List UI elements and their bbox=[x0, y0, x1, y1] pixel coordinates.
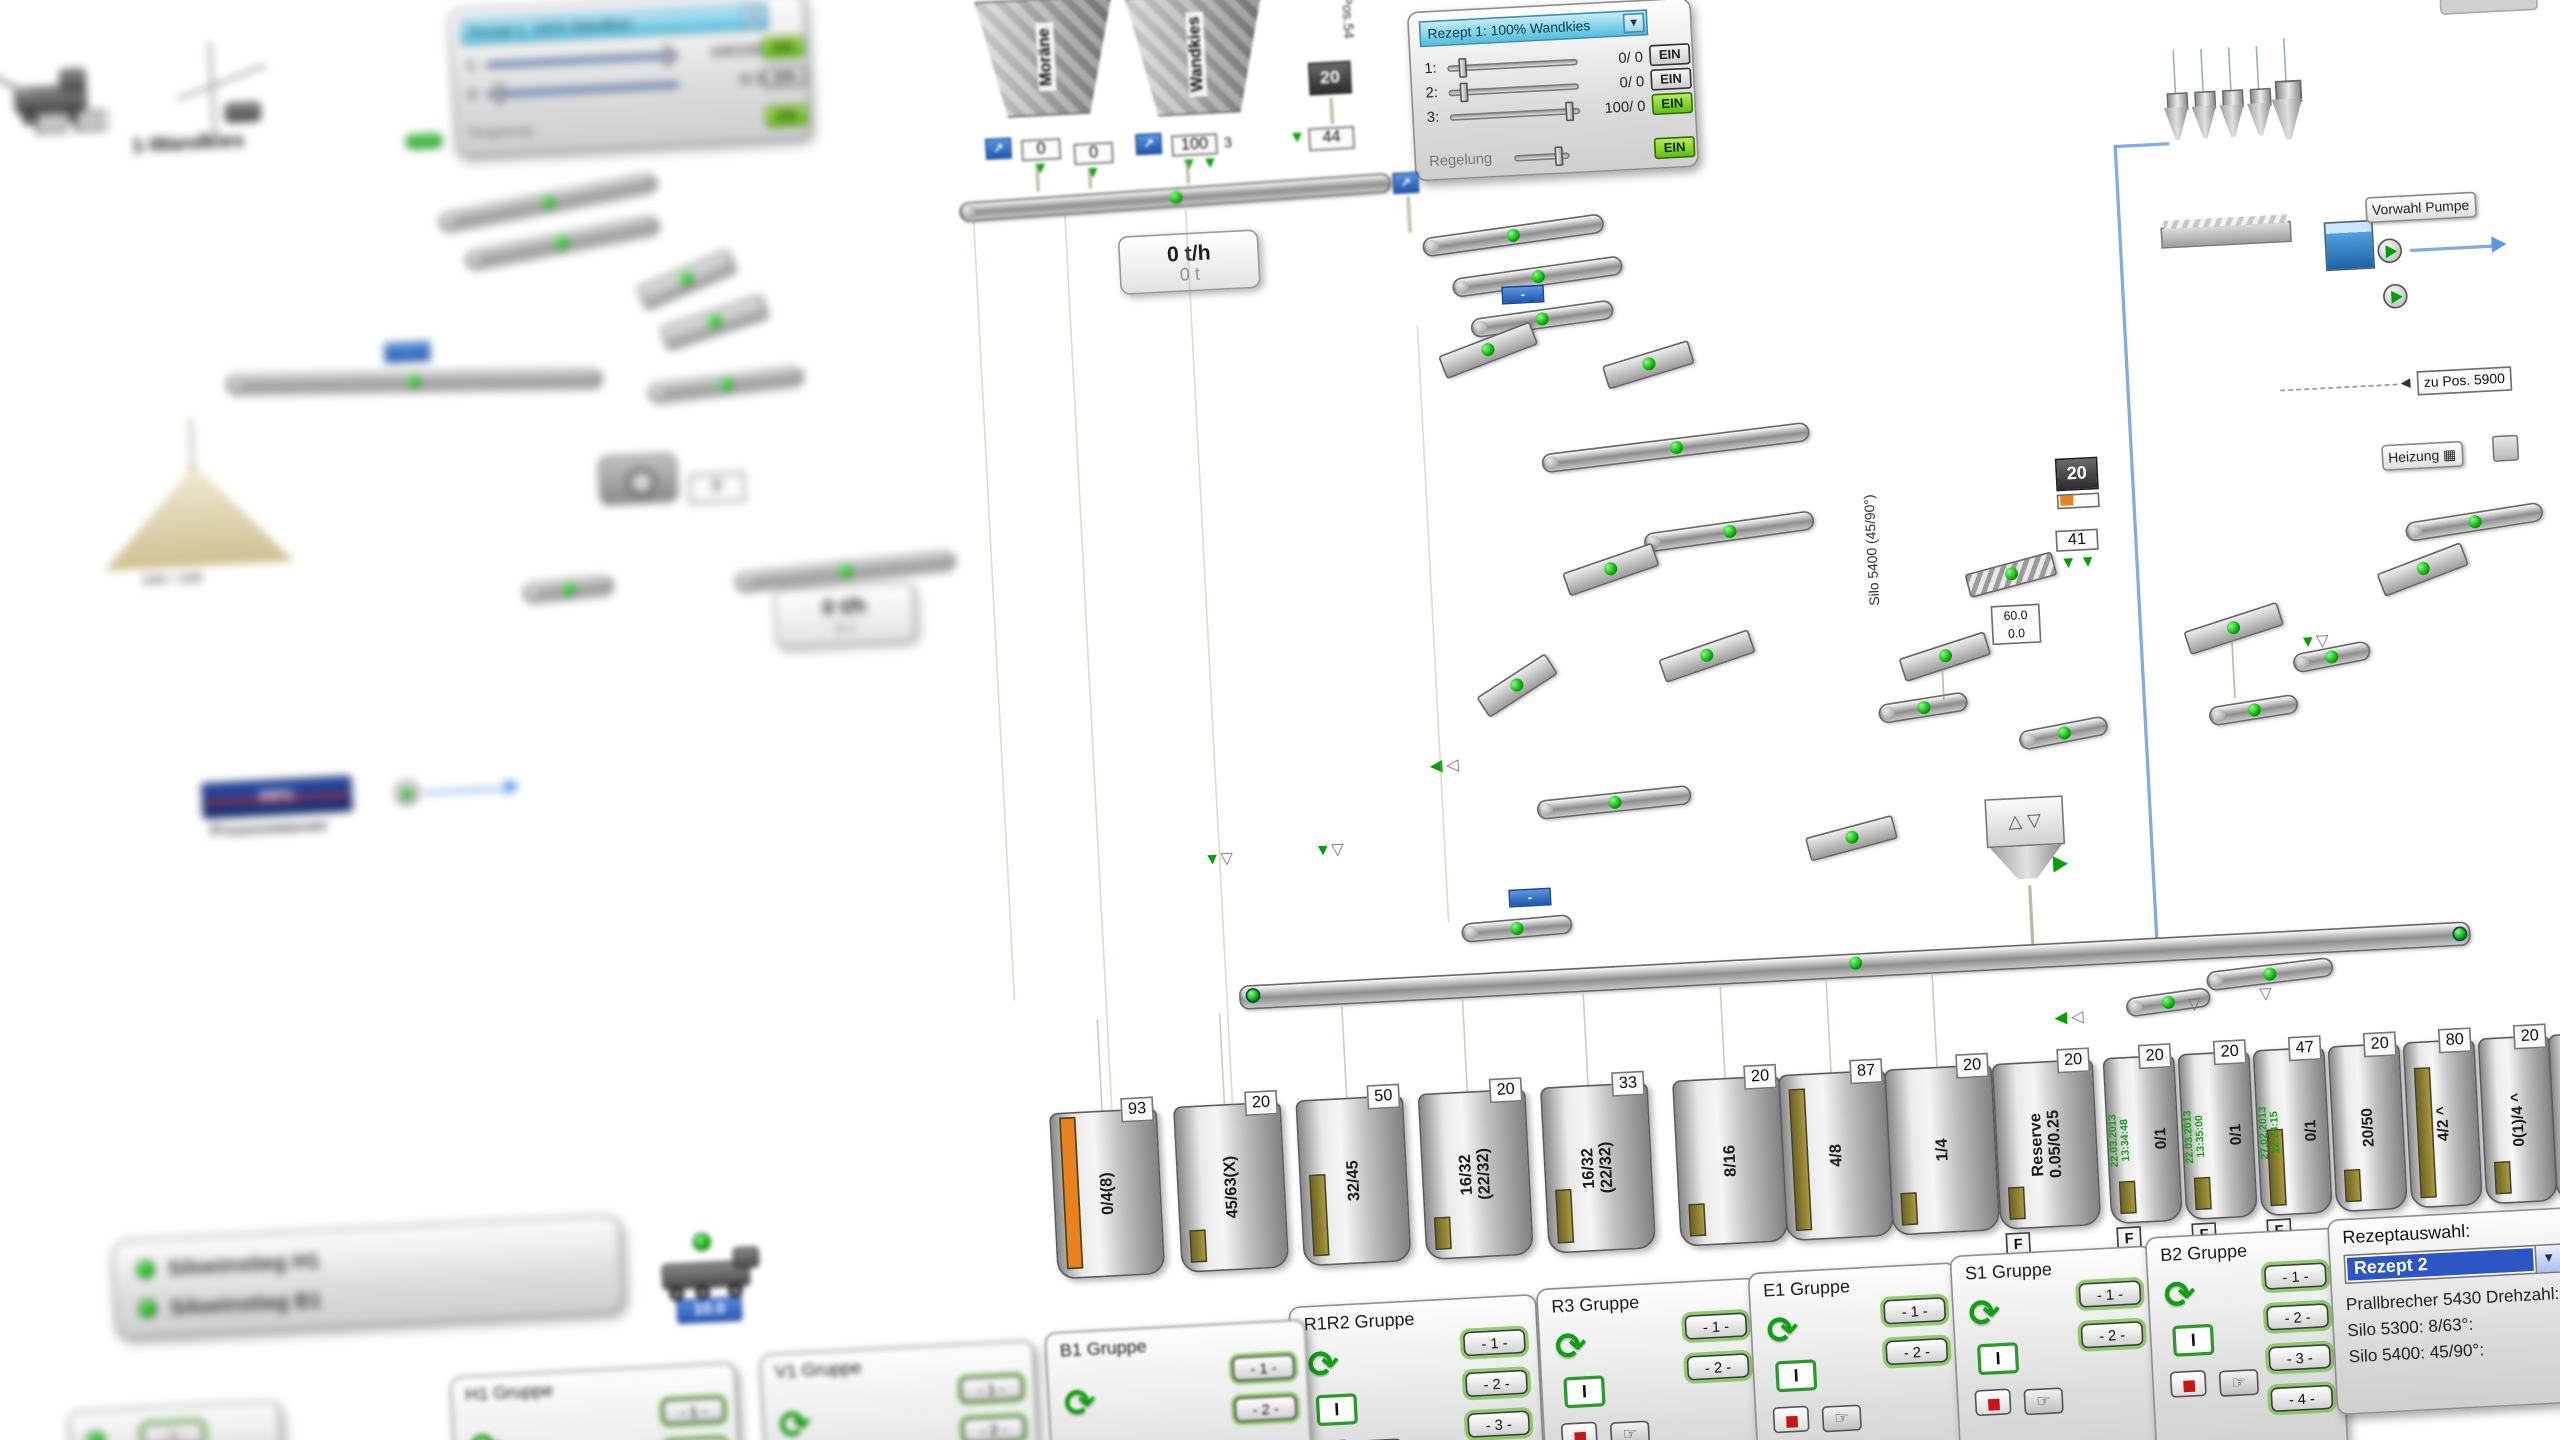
screen-chute bbox=[636, 249, 737, 310]
ein-button-active[interactable]: EIN bbox=[765, 103, 808, 128]
silo-entry-label: Siloeinstieg H1 bbox=[166, 1248, 321, 1281]
silo-entry-row: Siloeinstieg B1 bbox=[138, 1287, 322, 1321]
status-led bbox=[138, 1299, 158, 1318]
dosing-row-value: 0/ 0 bbox=[739, 70, 765, 88]
connector-line bbox=[188, 419, 195, 469]
dosing-row-num: 1: bbox=[465, 55, 479, 73]
machine-label: 1-Wandkies bbox=[131, 128, 245, 158]
status-badge bbox=[405, 132, 443, 150]
dosing-panel: Rezept 1: 100% Wandkies▼ 1: 100/100 EIN … bbox=[448, 0, 812, 157]
silo-entry-row: Siloeinstieg H1 bbox=[136, 1248, 320, 1282]
pump-icon bbox=[393, 780, 420, 806]
status-led bbox=[136, 1259, 156, 1279]
checker-icon bbox=[74, 109, 108, 133]
dosing-slider[interactable] bbox=[485, 45, 679, 69]
crusher-icon bbox=[597, 452, 679, 506]
loader-cab-icon bbox=[58, 68, 87, 93]
dosing-panel-title[interactable]: Rezept 1: 100% Wandkies ▼ bbox=[460, 3, 769, 46]
group-step-button[interactable]: - 1 - bbox=[141, 1420, 205, 1440]
pipe-line bbox=[423, 786, 509, 795]
dosing-title: Rezept 1: 100% Wandkies bbox=[468, 15, 633, 40]
silo-entry-label: Siloeinstieg B1 bbox=[169, 1287, 323, 1320]
flow-indicator: 0 t/h 0 t bbox=[773, 582, 917, 649]
process-water-label: Prozesswasser bbox=[209, 817, 329, 842]
process-water-bar: 98% bbox=[201, 775, 353, 820]
dosing-row-value: 100/100 bbox=[709, 40, 764, 60]
dosing-row-num: 2: bbox=[467, 85, 481, 103]
screen-chute bbox=[659, 294, 769, 351]
stockpile-label: 100 / 105 bbox=[140, 568, 204, 589]
checker-icon bbox=[35, 111, 69, 135]
stockpile bbox=[100, 460, 294, 571]
flow-arrow-icon bbox=[504, 778, 521, 796]
valve-tag: - bbox=[384, 341, 431, 364]
conveyor bbox=[647, 365, 804, 404]
crane-boom bbox=[176, 63, 267, 101]
silo-entry-panel: Siloeinstieg H1 Siloeinstieg B1 bbox=[110, 1214, 625, 1339]
counter-box: 0 bbox=[688, 471, 746, 505]
dosing-slider[interactable] bbox=[486, 81, 680, 104]
crane-mast bbox=[207, 41, 217, 137]
conveyor bbox=[225, 368, 602, 395]
ein-button-active[interactable]: EIN bbox=[762, 35, 804, 59]
conveyor bbox=[522, 574, 614, 604]
ein-button[interactable]: EIN bbox=[763, 64, 806, 89]
slider-thumb[interactable] bbox=[662, 45, 672, 66]
regelung-label: Regelung bbox=[469, 121, 533, 142]
slider-thumb[interactable] bbox=[494, 83, 504, 104]
dropdown-arrow-icon[interactable]: ▼ bbox=[742, 6, 765, 28]
crane-body bbox=[224, 101, 262, 123]
group-panel-anlage: - 1 - Anlage bbox=[67, 1400, 285, 1440]
